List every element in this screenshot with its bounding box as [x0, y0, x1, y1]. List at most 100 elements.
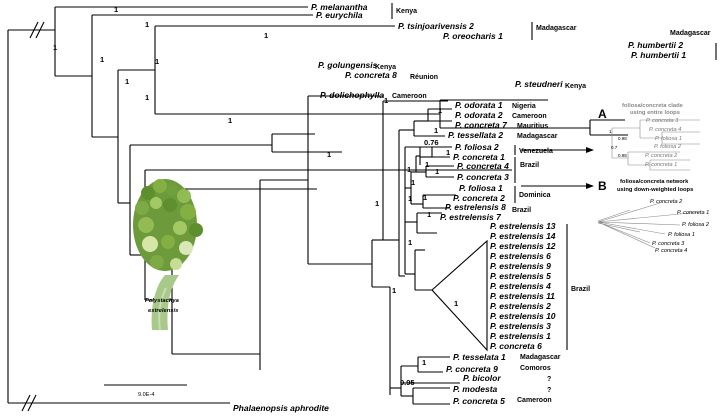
support-value: 1	[408, 238, 412, 247]
outgroup-label: Phalaenopsis aphrodite	[233, 403, 329, 413]
support-value: 0.95	[400, 378, 415, 387]
taxon-label: P. odorata 2	[455, 110, 503, 120]
location-label: Brazil	[571, 286, 590, 293]
clade-member-label: P. estrelensis 6	[490, 251, 551, 261]
panel-a-leaf: P. foliosa 1	[655, 136, 682, 142]
panel-a-caption: foliosa/concreta clade	[622, 103, 684, 109]
clade-member-label: P. estrelensis 12	[490, 241, 556, 251]
location-label: Madagascar	[670, 30, 711, 37]
taxon-label: P. concreta 9	[446, 364, 498, 374]
clade-member-label: P. estrelensis 11	[490, 291, 555, 301]
scale-bar-label: 9.0E-4	[138, 392, 154, 398]
location-label: Cameroon	[392, 93, 427, 100]
support-value: 1	[125, 77, 129, 86]
support-values: 1 1 1 1 1 1 1 1 1 1 1 0.76 1 1 1 1 1 1 1…	[53, 5, 458, 387]
support-value: 1	[423, 193, 427, 202]
panel-arrows	[521, 147, 594, 189]
panel-a-leaf: P. concreta 4	[649, 127, 681, 133]
location-label: ?	[547, 376, 551, 383]
clade-member-label: P. estrelensis 4	[490, 281, 551, 291]
support-value: 1	[411, 178, 415, 187]
taxon-label: P. odorata 1	[455, 100, 503, 110]
location-label: ?	[547, 387, 551, 394]
support-value: 1	[435, 167, 439, 176]
location-label: Réunion	[410, 74, 438, 81]
panel-a-support: 0.7	[611, 145, 618, 150]
location-label: Cameroon	[517, 397, 552, 404]
location-label: Nigeria	[512, 103, 536, 110]
photo-caption: Polystachya	[145, 298, 180, 304]
taxon-label: P. golungensis	[318, 60, 378, 70]
location-label: Venezuela	[519, 148, 553, 155]
scale-bar: 9.0E-4	[104, 384, 187, 398]
taxon-label: P. oreocharis 1	[443, 31, 503, 41]
break-mark	[21, 394, 37, 412]
panel-a-letter: A	[598, 107, 607, 121]
support-value: 1	[422, 358, 426, 367]
taxon-label: P. steudneri	[515, 79, 563, 89]
panel-a-leaf: P. concreta 2	[645, 153, 678, 159]
panel-a-leaf: P. concreta 3	[646, 118, 679, 124]
photo-caption: estrelensis	[148, 308, 179, 314]
support-value: 1	[145, 93, 149, 102]
panel-b-leaf: P. concreta 1	[677, 210, 709, 216]
taxon-label: P. modesta	[453, 384, 498, 394]
location-label: Brazil	[520, 162, 539, 169]
support-value: 1	[100, 55, 104, 64]
panel-a-caption: using entire loops	[630, 110, 680, 116]
support-value: 1	[155, 57, 159, 66]
taxon-label: P. dolichophylla	[320, 90, 384, 100]
support-value: 1	[264, 31, 268, 40]
collapsed-triangle	[431, 239, 488, 352]
clade-member-label: P. estrelensis 14	[490, 231, 556, 241]
taxon-label: P. concreta 4	[457, 161, 509, 171]
taxon-label: P. bicolor	[463, 373, 501, 383]
support-value: 1	[392, 286, 396, 295]
clade-member-label: P. estrelensis 13	[490, 221, 556, 231]
collapsed-clade-labels: P. estrelensis 13 P. estrelensis 14 P. e…	[490, 221, 556, 351]
taxon-label: P. melanantha	[311, 2, 368, 12]
support-value: 1	[446, 148, 450, 157]
location-label: Kenya	[396, 8, 417, 15]
taxon-label: P. humbertii 2	[628, 40, 683, 50]
location-label: Madagascar	[517, 133, 558, 140]
location-label: Comoros	[520, 365, 551, 372]
location-label: Kenya	[565, 83, 586, 90]
support-value: 0.76	[424, 138, 439, 147]
taxon-label: P. concreta 1	[453, 152, 505, 162]
support-value: 1	[145, 20, 149, 29]
panel-a-leaf: P. foliosa 2	[654, 144, 682, 150]
support-value: 1	[438, 106, 442, 115]
taxon-label: P. estrelensis 8	[445, 202, 506, 212]
panel-b-leaf: P. concreta 2	[650, 199, 683, 205]
clade-member-label: P. estrelensis 5	[490, 271, 551, 281]
panel-a-support: 0.98	[618, 136, 627, 141]
clade-member-label: P. estrelensis 3	[490, 321, 551, 331]
break-mark	[29, 21, 45, 39]
panel-b: B foliosa/concreta network using down-we…	[597, 179, 710, 254]
taxon-label: P. tsinjoarivensis 2	[398, 21, 474, 31]
clade-member-label: P. estrelensis 1	[490, 331, 551, 341]
panel-b-caption: foliosa/concreta network	[620, 179, 689, 185]
taxon-label: P. foliosa 1	[459, 183, 503, 193]
location-label: Dominica	[519, 192, 551, 199]
location-label: Cameroon	[512, 113, 547, 120]
location-label: Madagascar	[520, 354, 561, 361]
support-value: 1	[425, 160, 429, 169]
panel-a: A foliosa/concreta clade using entire lo…	[598, 103, 700, 171]
panel-a-leaf: P. concreta 1	[645, 162, 677, 168]
taxon-label: P. estrelensis 7	[440, 212, 502, 222]
taxon-label: P. concreta 3	[457, 172, 509, 182]
support-value: 1	[408, 194, 412, 203]
support-value: 1	[53, 43, 57, 52]
location-label: Kenya	[375, 64, 396, 71]
tree-branches	[7, 6, 628, 412]
plant-photo	[133, 179, 203, 331]
taxon-label: P. foliosa 2	[455, 142, 499, 152]
taxon-label: P. eurychila	[316, 10, 363, 20]
support-value: 1	[375, 199, 379, 208]
clade-member-label: P. concreta 6	[490, 341, 542, 351]
clade-member-label: P. estrelensis 2	[490, 301, 551, 311]
